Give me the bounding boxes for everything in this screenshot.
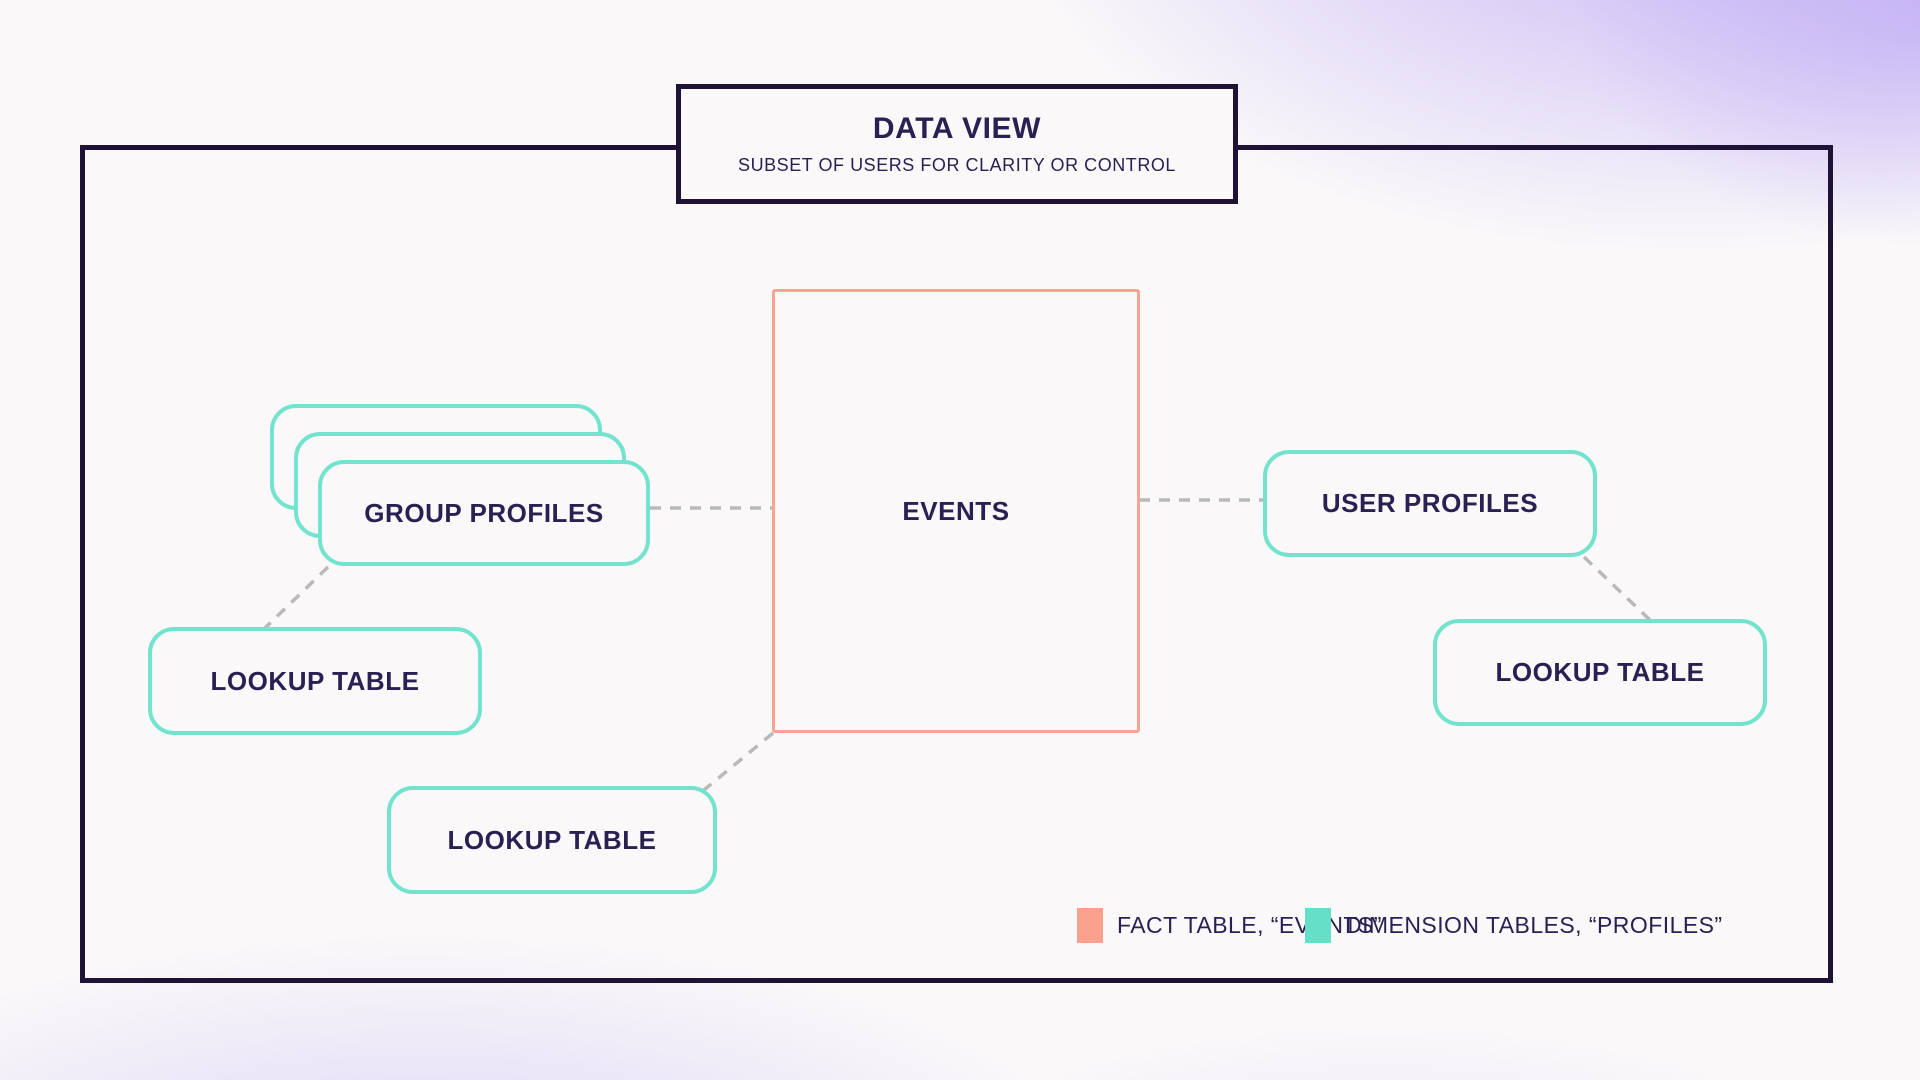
- legend-item-fact-table: FACT TABLE, “EVENTS”: [1077, 907, 1382, 943]
- fact-table-swatch-icon: [1077, 907, 1103, 943]
- legend-dimension-tables-label: DIMENSION TABLES, “PROFILES”: [1345, 911, 1723, 938]
- legend-item-dimension-tables: DIMENSION TABLES, “PROFILES”: [1305, 907, 1723, 943]
- lookup-table-left-label: LOOKUP TABLE: [210, 665, 420, 696]
- lookup-table-bottom-label: LOOKUP TABLE: [447, 824, 657, 855]
- group-profiles-node: GROUP PROFILES: [318, 460, 650, 566]
- legend-fact-table-label: FACT TABLE, “EVENTS”: [1117, 911, 1382, 938]
- events-node-label: EVENTS: [902, 495, 1010, 526]
- lookup-table-left-node: LOOKUP TABLE: [148, 627, 482, 735]
- lookup-table-right-node: LOOKUP TABLE: [1433, 619, 1767, 726]
- page-title: DATA VIEW: [872, 112, 1042, 145]
- legend: FACT TABLE, “EVENTS” DIMENSION TABLES, “…: [0, 907, 1920, 947]
- user-profiles-node-label: USER PROFILES: [1321, 488, 1539, 518]
- connector-events-lookup: [702, 731, 775, 792]
- title-box: DATA VIEW SUBSET OF USERS FOR CLARITY OR…: [676, 84, 1238, 204]
- group-profiles-node-label: GROUP PROFILES: [364, 497, 604, 528]
- lookup-table-bottom-node: LOOKUP TABLE: [387, 786, 717, 894]
- dimension-tables-swatch-icon: [1305, 907, 1331, 943]
- user-profiles-node: USER PROFILES: [1263, 450, 1597, 557]
- lookup-table-right-label: LOOKUP TABLE: [1495, 657, 1705, 687]
- page-subtitle: SUBSET OF USERS FOR CLARITY OR CONTROL: [738, 155, 1176, 175]
- events-node: EVENTS: [772, 289, 1140, 733]
- connector-user-profiles-lookup: [1582, 555, 1653, 623]
- connector-group-profiles-lookup: [262, 565, 330, 631]
